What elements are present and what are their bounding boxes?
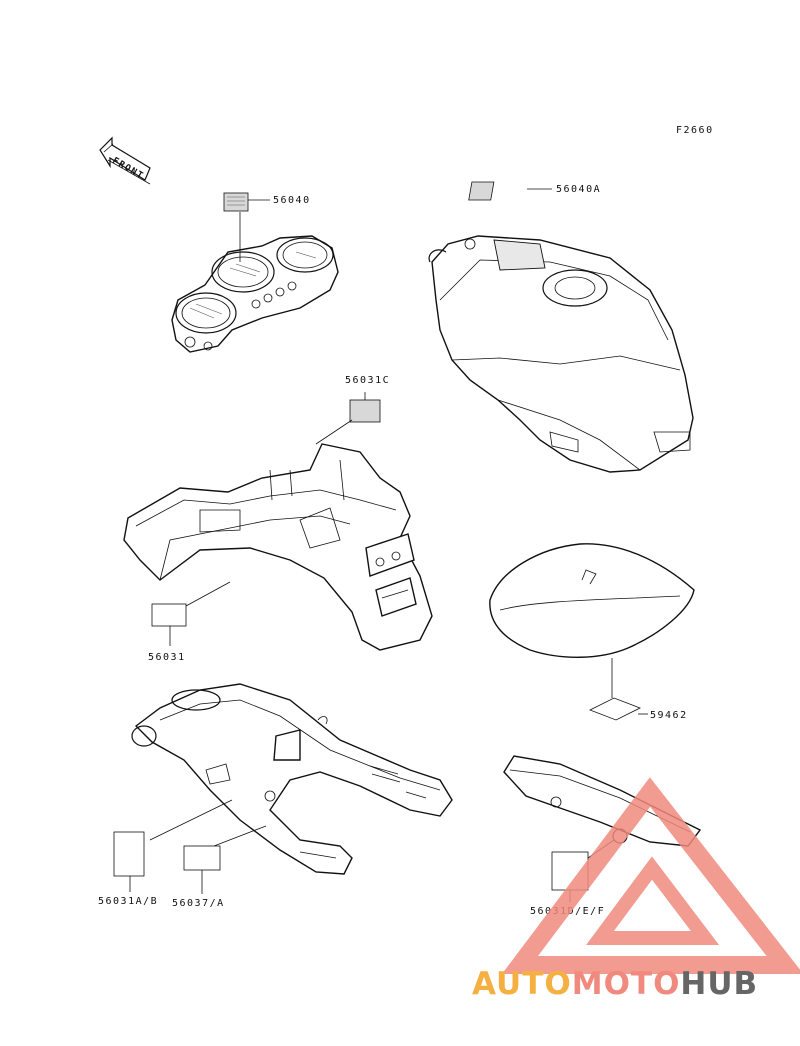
seat-label-leader — [589, 658, 648, 721]
front-label: FRONT — [111, 156, 146, 182]
meter-cluster — [171, 235, 339, 353]
figure-code: F2660 — [676, 125, 714, 136]
watermark-logo — [501, 777, 800, 974]
tank-label: 56040A — [556, 184, 601, 195]
fuel-tank — [428, 235, 694, 473]
rear-fender — [123, 443, 433, 651]
watermark-text: AUTOMOTOHUB — [472, 966, 758, 1002]
watermark-part2: MOTO — [572, 966, 681, 1002]
swingarm-label-leaders — [113, 799, 267, 894]
seat-label: 59462 — [650, 710, 688, 721]
tank-label-leader — [468, 181, 552, 201]
fender-bottom-label: 56031 — [148, 652, 186, 663]
swingarm-left-label: 56031A/B — [98, 896, 158, 907]
fender-top-label: 56031C — [345, 375, 390, 386]
seat — [489, 543, 695, 658]
swingarm-right-label: 56037/A — [172, 898, 225, 909]
meter-label: 56040 — [273, 195, 311, 206]
watermark-part1: AUTO — [472, 966, 572, 1002]
front-arrow-icon: FRONT — [99, 136, 151, 185]
watermark-part3: HUB — [680, 966, 758, 1002]
meter-label-leader — [223, 192, 270, 262]
swingarm — [131, 683, 453, 875]
fender-label-leaders — [151, 392, 381, 646]
